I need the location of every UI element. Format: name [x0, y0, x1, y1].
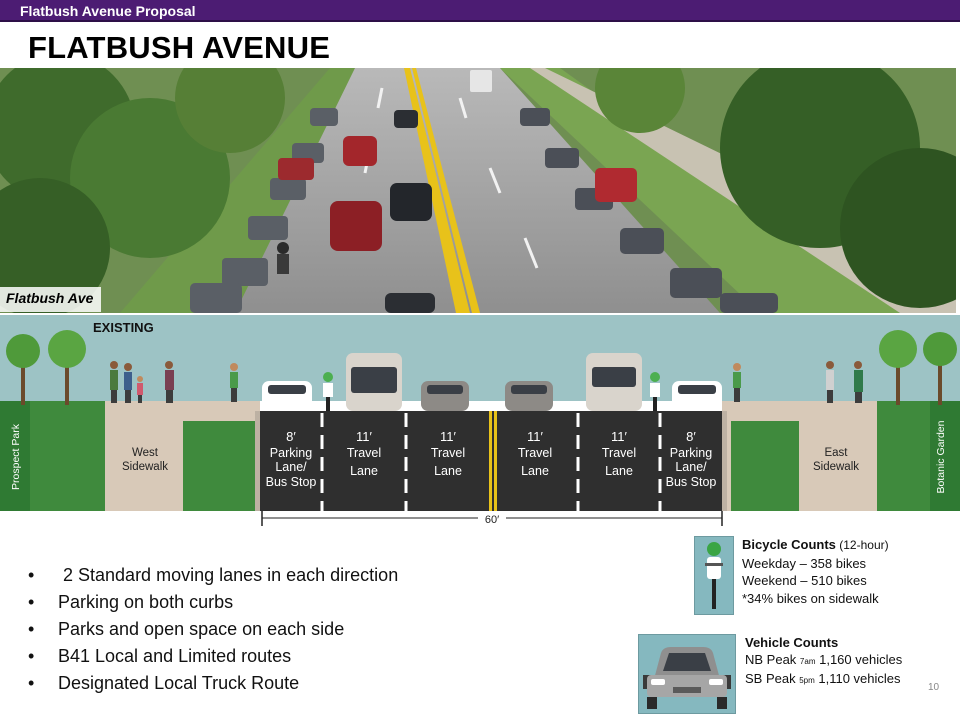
street-photo: [0, 68, 956, 313]
lane-4-line1: Travel: [518, 446, 552, 460]
bullet-item: •Parks and open space on each side: [28, 619, 345, 639]
lane-3-width: 11′: [440, 429, 456, 444]
lane-1-line2: Lane/: [275, 460, 307, 474]
photo-caption: Flatbush Ave: [0, 287, 102, 312]
car-icon: [638, 634, 736, 714]
lane-4-width: 11′: [527, 429, 543, 444]
lane-1-width: 8′: [286, 429, 296, 444]
vehicle-sb-peak: SB Peak 5pm 1,110 vehicles: [745, 671, 901, 686]
lane-2-line2: Lane: [350, 464, 378, 478]
bullet-item: •Parking on both curbs: [28, 592, 234, 612]
sky-background: [0, 315, 960, 401]
lane-2-line1: Travel: [347, 446, 381, 460]
header-label: Flatbush Avenue Proposal: [20, 3, 196, 19]
lane-6-width: 8′: [686, 429, 696, 444]
bicycle-counts: Bicycle Counts (12-hour) Weekday – 358 b…: [742, 536, 889, 607]
lane-6-line2: Lane/: [675, 460, 707, 474]
cyclist-icon: [323, 372, 660, 411]
bullet-item: • 2 Standard moving lanes in each direct…: [28, 565, 399, 585]
page-number: 10: [928, 682, 940, 693]
bicycle-counts-period: (12-hour): [835, 538, 889, 552]
bicycle-counts-title: Bicycle Counts: [742, 537, 836, 552]
slide-title: FLATBUSH AVENUE: [28, 30, 331, 65]
lane-6-line3: Bus Stop: [666, 475, 717, 489]
lane-2-width: 11′: [356, 429, 372, 444]
lane-4-line2: Lane: [521, 464, 549, 478]
vehicle-nb-peak: NB Peak 7am 1,160 vehicles: [745, 652, 903, 667]
west-sidewalk-line2: Sidewalk: [122, 461, 168, 473]
bullet-list: • 2 Standard moving lanes in each direct…: [28, 562, 398, 697]
east-sidewalk-line1: East: [824, 447, 848, 459]
lane-3-line2: Lane: [434, 464, 462, 478]
center-line: [489, 411, 492, 511]
lane-1-line3: Bus Stop: [266, 475, 317, 489]
total-width-label: 60′: [485, 514, 499, 526]
lane-6-line1: Parking: [670, 446, 712, 460]
cyclist-icon: [694, 536, 734, 615]
botanic-garden-label: Botanic Garden: [935, 420, 947, 493]
bicycle-weekend: Weekend – 510 bikes: [742, 573, 867, 588]
bullet-item: •B41 Local and Limited routes: [28, 646, 292, 666]
lane-1-line1: Parking: [270, 446, 312, 460]
header-bar: Flatbush Avenue Proposal: [0, 0, 960, 22]
lane-5-line2: Lane: [605, 464, 633, 478]
west-planting-strip: [183, 421, 255, 511]
lane-3-line1: Travel: [431, 446, 465, 460]
prospect-park-label: Prospect Park: [10, 423, 22, 490]
bicycle-weekday: Weekday – 358 bikes: [742, 555, 867, 571]
lane-5-line1: Travel: [602, 446, 636, 460]
east-planting-strip: [731, 421, 799, 511]
pedestrian-icon: [733, 361, 863, 403]
cross-section-diagram: EXISTING 8′ Parking Lane/ Bus Stop: [0, 315, 960, 530]
car-icon: [262, 381, 722, 411]
pedestrian-icon: [110, 361, 238, 403]
total-width-dimension: 60′: [261, 511, 723, 526]
vehicle-counts-title: Vehicle Counts: [745, 635, 839, 650]
tree-icon: [6, 330, 957, 405]
vehicle-counts: Vehicle Counts NB Peak 7am 1,160 vehicle…: [745, 634, 902, 689]
bicycle-sidewalk: *34% bikes on sidewalk: [742, 590, 879, 606]
bus-icon: [346, 353, 642, 411]
east-sidewalk-line2: Sidewalk: [813, 461, 859, 473]
bullet-item: •Designated Local Truck Route: [28, 673, 300, 693]
lane-5-width: 11′: [611, 429, 627, 444]
west-sidewalk-line1: West: [132, 447, 159, 459]
existing-tag: EXISTING: [93, 320, 154, 335]
